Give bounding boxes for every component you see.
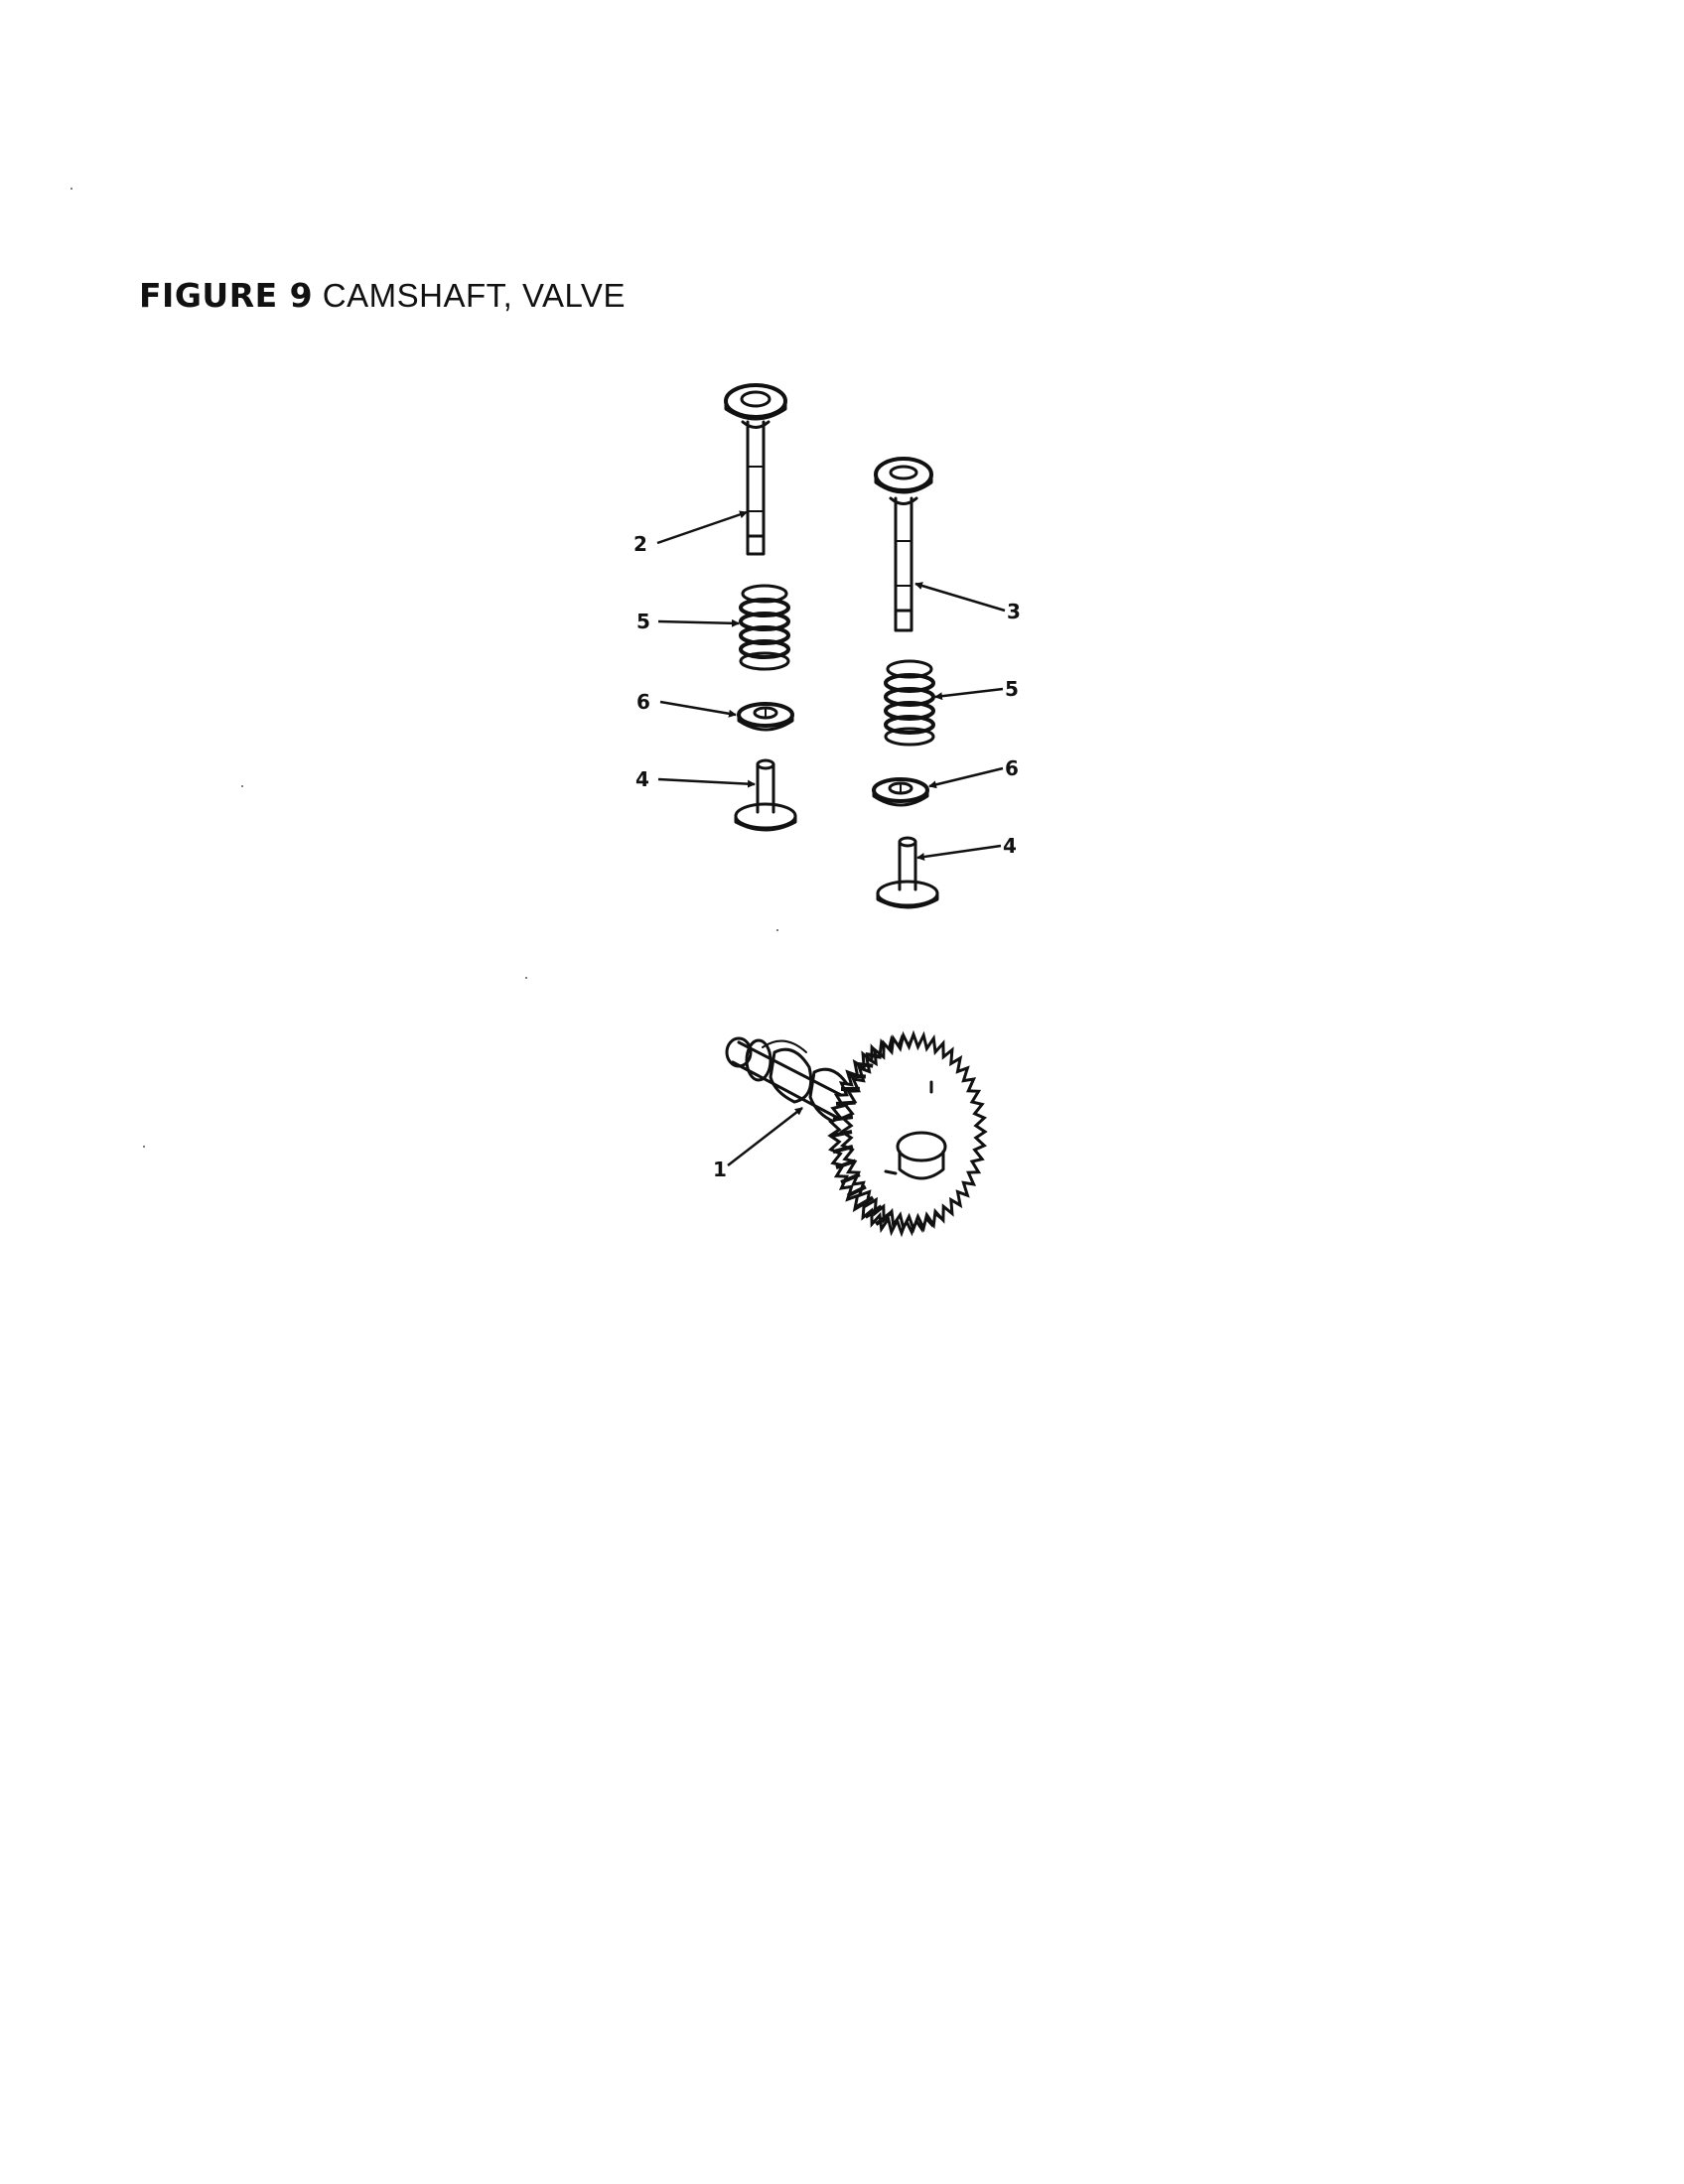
- callout-retainer-left: 6: [636, 690, 650, 714]
- camshaft-gear-assembly: [725, 1029, 988, 1238]
- gear-tooth-shade: [865, 1052, 883, 1059]
- callout-valve-right: 3: [1007, 600, 1021, 623]
- spring-retainer-left: [737, 702, 794, 732]
- gear-tooth-shade: [854, 1195, 875, 1210]
- valve-spring-right: [884, 659, 935, 747]
- gear-tooth-shade: [832, 1115, 854, 1122]
- callout-spring-left: 5: [636, 610, 650, 633]
- callout-tappet-left: 4: [635, 767, 649, 791]
- leader-lines: [656, 510, 1006, 1166]
- figure-label: FIGURE 9: [139, 276, 314, 315]
- gear-tooth-shade: [835, 1100, 856, 1106]
- callout-camshaft: 1: [713, 1158, 727, 1181]
- spring-retainer-right: [872, 777, 929, 807]
- callout-spring-right: 5: [1005, 677, 1019, 701]
- callout-numbers: 2 3 5 5 6 6 4 4 1: [633, 532, 1021, 1181]
- valve-tappet-left: [734, 758, 797, 832]
- gear-tooth-shade: [846, 1184, 867, 1198]
- gear-tooth-shade: [832, 1144, 854, 1155]
- gear-tooth-shade: [874, 1211, 893, 1226]
- intake-valve: [724, 383, 787, 556]
- exhaust-valve: [874, 457, 933, 632]
- figure-caption: CAMSHAFT, VALVE: [322, 277, 626, 314]
- gear-tooth-shade: [855, 1061, 874, 1068]
- callout-valve-left: 2: [633, 532, 647, 556]
- figure-title: FIGURE 9 CAMSHAFT, VALVE: [139, 276, 626, 315]
- cam-gear: [827, 1029, 988, 1238]
- scan-specks: [70, 188, 778, 1148]
- gear-tooth-shade: [864, 1204, 883, 1219]
- gear-tooth-shade: [847, 1073, 867, 1079]
- valve-tappet-right: [876, 836, 939, 909]
- valve-spring-left: [739, 584, 790, 671]
- gear-tooth-shade: [835, 1159, 857, 1169]
- callout-tappet-right: 4: [1003, 834, 1017, 858]
- gear-tooth-shade: [831, 1130, 853, 1138]
- gear-tooth-shade: [840, 1172, 861, 1184]
- callout-retainer-right: 6: [1005, 756, 1019, 780]
